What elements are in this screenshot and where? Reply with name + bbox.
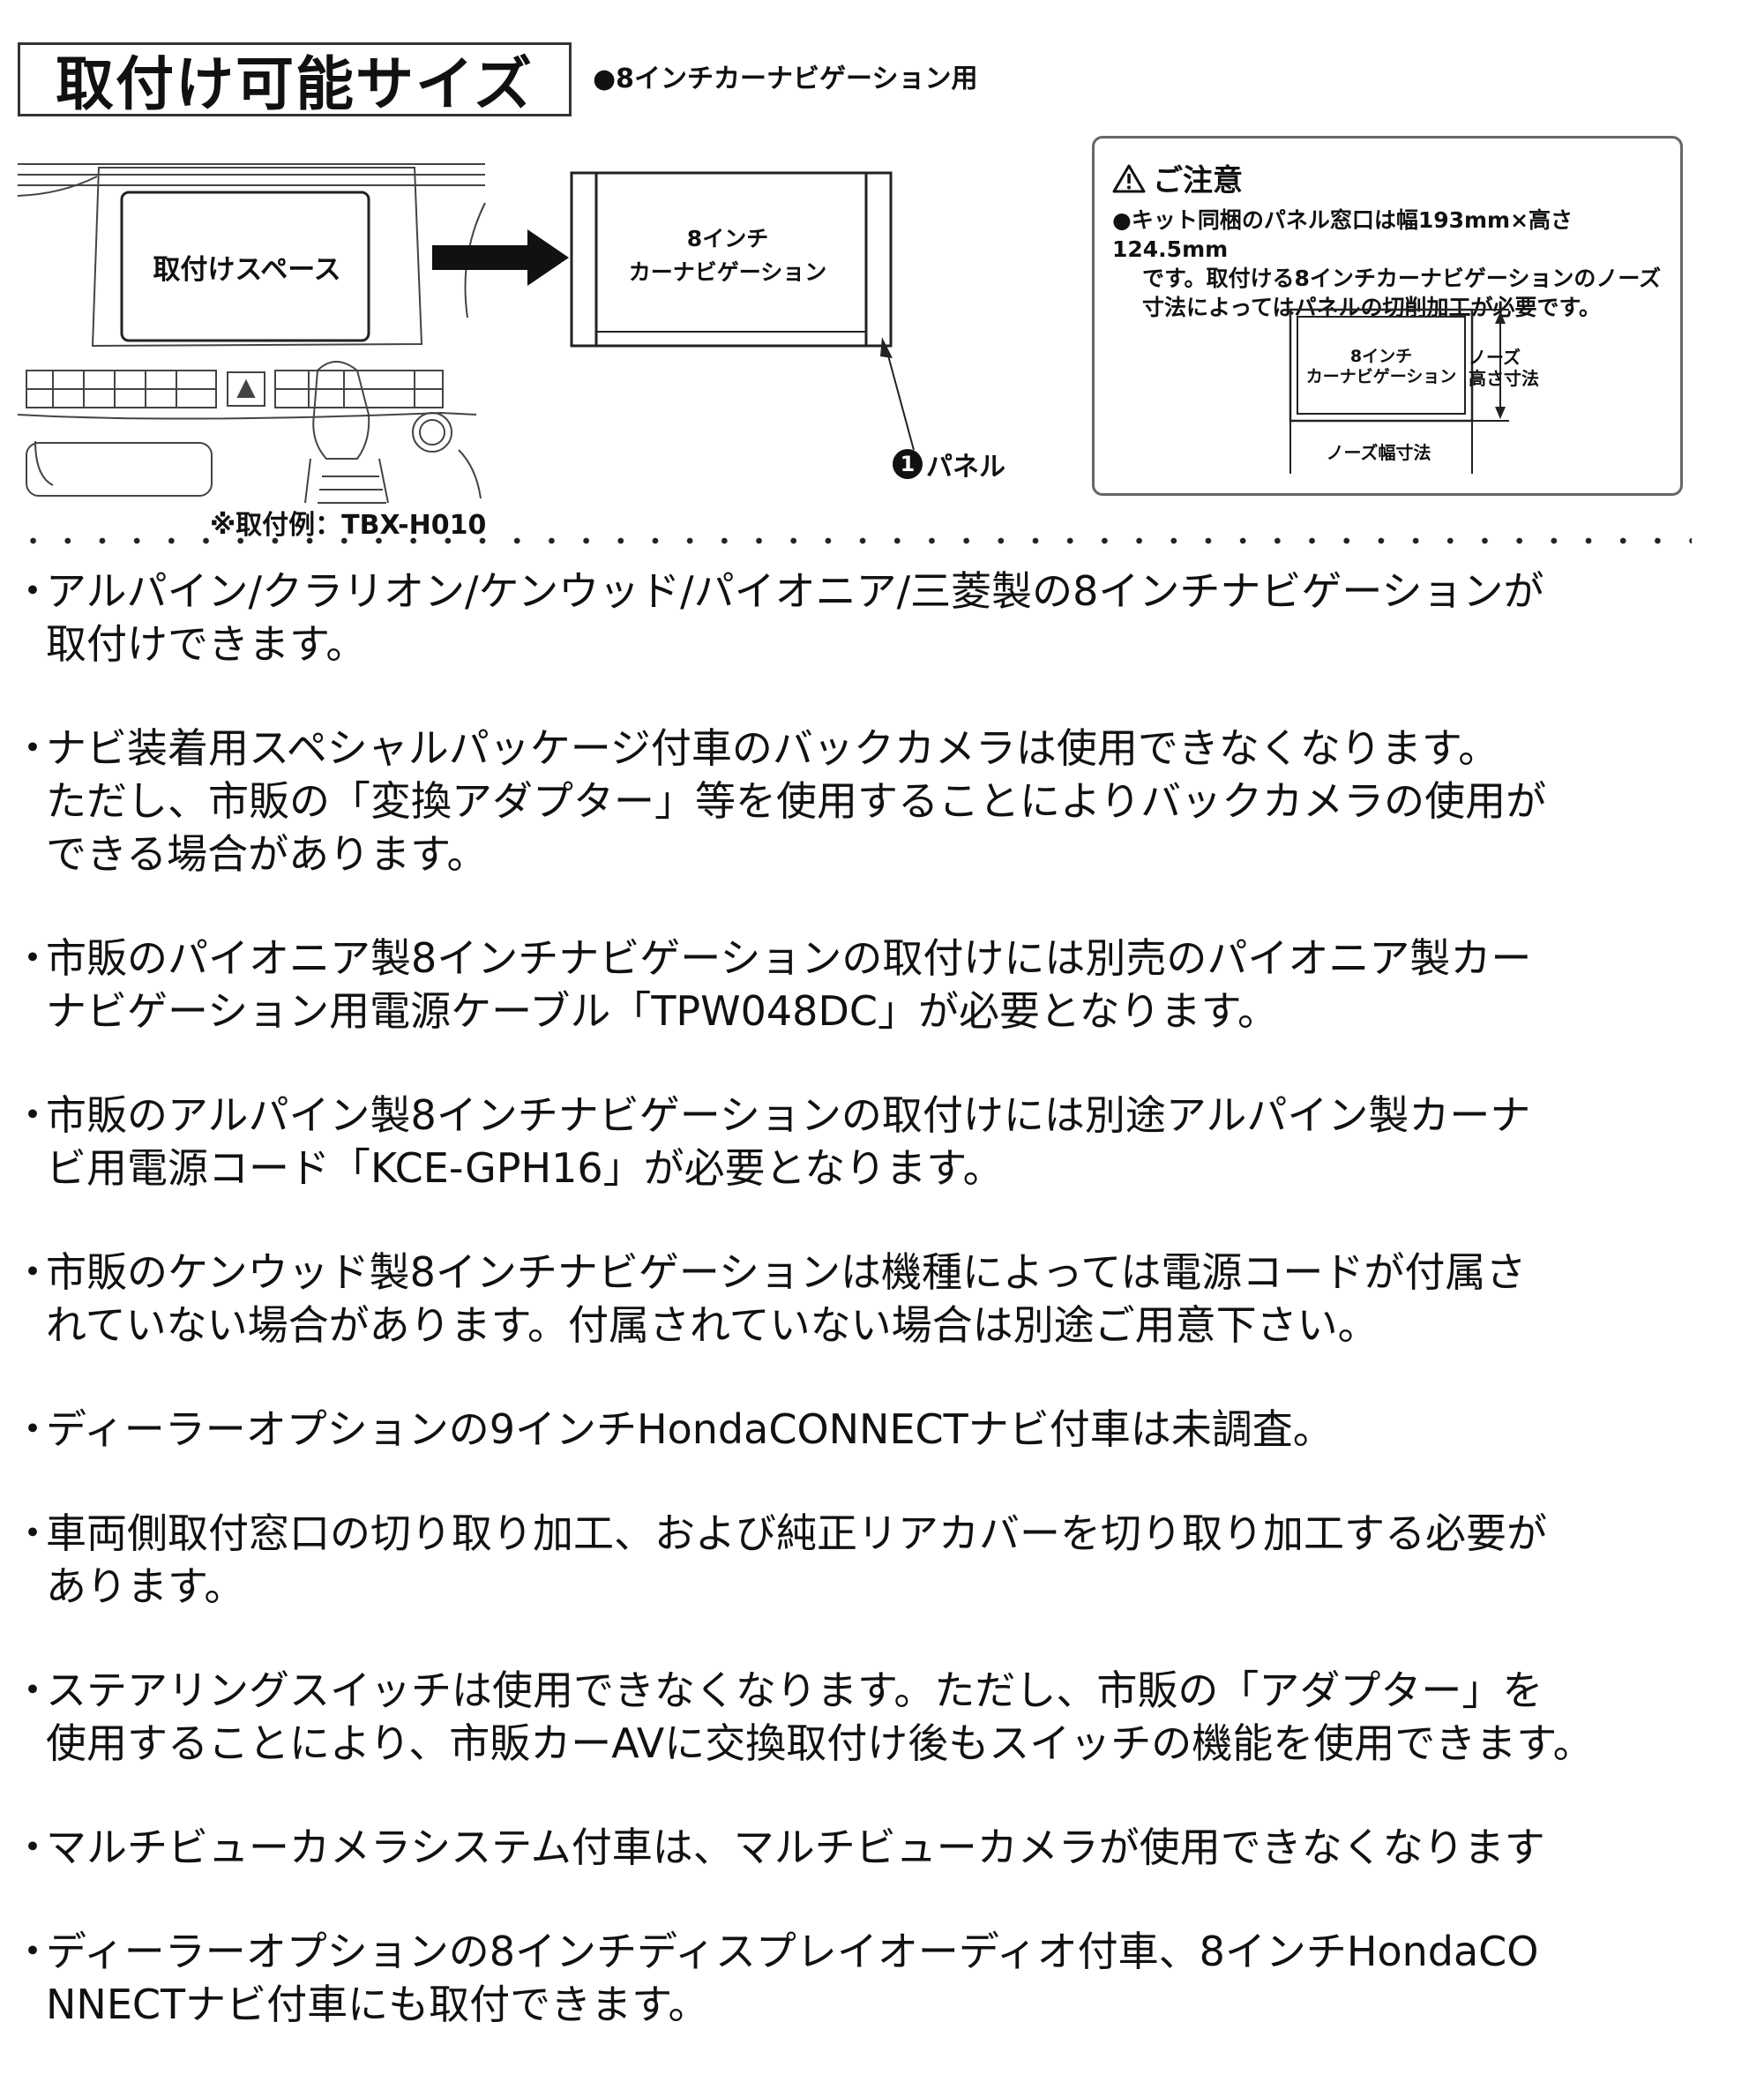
panel-callout: 1 パネル [893,445,1005,483]
dashboard-drawing [17,163,915,504]
note-item: ・ステアリングスイッチは使用できなくなります。ただし、市販の「アダプター」を使用… [12,1664,1741,1770]
diagram-nav-label: 8インチ カーナビゲーション [1297,347,1465,387]
installation-illustration: 取付けスペース 8インチ カーナビゲーション 1 パネル ※取付例：TBX-H0… [0,150,1111,541]
note-item: ・ディーラーオプションの8インチディスプレイオーディオ付車、8インチHondaC… [12,1925,1741,2031]
subtitle: ●8インチカーナビゲーション用 [593,64,978,94]
caution-heading: ご注意 [1112,156,1243,199]
nose-height-label-line1: ノーズ [1469,347,1521,368]
note-item: ・市販のアルパイン製8インチナビゲーションの取付けには別途アルパイン製カーナビ用… [12,1089,1741,1195]
page-title: 取付け可能サイズ [55,50,534,118]
panel-label: パネル [926,452,1005,483]
bullet-mark: ・ [12,567,53,615]
note-line: ディーラーオプションの8インチディスプレイオーディオ付車、8インチHondaCO [46,1928,1539,1975]
bullet-mark: ・ [12,1824,53,1871]
note-line: 使用することにより、市販カーAVに交換取付け後もスイッチの機能を使用できます。 [46,1719,1594,1767]
caution-box: ご注意 ●キット同梱のパネル窓口は幅193mm×高さ124.5mm です。取付け… [1092,136,1683,496]
note-line: ビ用電源コード「KCE-GPH16」が必要となります。 [46,1144,1004,1192]
bullet-mark: ・ [12,1666,53,1714]
note-item: ・ナビ装着用スペシャルパッケージ付車のバックカメラは使用できなくなります。ただし… [12,722,1741,880]
number-one-icon: 1 [893,449,923,479]
note-item: ・アルパイン/クラリオン/ケンウッド/パイオニア/三菱製の8インチナビゲーション… [12,565,1741,670]
note-item: ・ディーラーオプションの9インチHondaCONNECTナビ付車は未調査。 [12,1403,1741,1456]
note-line: 市販のパイオニア製8インチナビゲーションの取付けには別売のパイオニア製カー [46,934,1532,982]
note-item: ・市販のケンウッド製8インチナビゲーションは機種によっては電源コードが付属されて… [12,1246,1741,1352]
note-line: ナビ装着用スペシャルパッケージ付車のバックカメラは使用できなくなります。 [46,724,1499,772]
note-line: アルパイン/クラリオン/ケンウッド/パイオニア/三菱製の8インチナビゲーションが [46,567,1544,615]
note-line: 市販のアルパイン製8インチナビゲーションの取付けには別途アルパイン製カーナ [46,1091,1531,1139]
nav-unit-label-line1: 8インチ [686,226,769,251]
bullet-mark: ・ [12,1248,53,1296]
nose-height-label: ノーズ 高さ寸法 [1469,347,1548,389]
bullet-mark: ・ [12,1509,53,1557]
warning-icon [1112,164,1146,192]
note-item: ・マルチビューカメラシステム付車は、マルチビューカメラが使用できなくなります [12,1821,1741,1874]
bullet-mark: ・ [12,934,53,982]
bullet-mark: ・ [12,1091,53,1139]
note-line: れていない場合があります。付属されていない場合は別途ご用意下さい。 [46,1301,1379,1349]
note-line: 市販のケンウッド製8インチナビゲーションは機種によっては電源コードが付属さ [46,1248,1527,1296]
caution-text-line1: ●キット同梱のパネル窓口は幅193mm×高さ124.5mm [1112,207,1573,262]
note-line: あります。 [46,1562,245,1610]
nav-unit-label-line2: カーナビゲーション [628,259,827,285]
note-line: ステアリングスイッチは使用できなくなります。ただし、市販の「アダプター」を [46,1666,1544,1714]
bullet-mark: ・ [12,1928,53,1975]
nose-height-label-line2: 高さ寸法 [1469,368,1539,389]
bullet-mark: ・ [12,1405,53,1453]
diagram-nav-label-line2: カーナビゲーション [1305,367,1457,386]
note-line: 車両側取付窓口の切り取り加工、および純正リアカバーを切り取り加工する必要が [46,1509,1547,1557]
note-line: できる場合があります。 [46,830,488,878]
note-item: ・車両側取付窓口の切り取り加工、および純正リアカバーを切り取り加工する必要があり… [12,1507,1741,1613]
note-line: 取付けできます。 [46,620,367,668]
note-line: NNECTナビ付車にも取付できます。 [46,1981,709,2028]
section-title-box: 取付け可能サイズ [18,42,572,118]
dotted-divider [16,535,1692,547]
caution-text-line2: です。取付ける8インチカーナビゲーションのノーズ [1142,266,1662,291]
nose-dimension-diagram [1289,308,1509,474]
note-line: ただし、市販の「変換アダプター」等を使用することによりバックカメラの使用が [46,777,1547,825]
nose-width-label: ノーズ幅寸法 [1326,442,1431,463]
installation-space-label: 取付けスペース [153,254,341,286]
caution-heading-text: ご注意 [1153,163,1243,198]
note-line: マルチビューカメラシステム付車は、マルチビューカメラが使用できなくなります [46,1824,1545,1871]
note-line: ナビゲーション用電源ケーブル「TPW048DC」が必要となります。 [46,987,1279,1035]
note-item: ・市販のパイオニア製8インチナビゲーションの取付けには別売のパイオニア製カーナビ… [12,932,1741,1037]
notes-list: ・アルパイン/クラリオン/ケンウッド/パイオニア/三菱製の8インチナビゲーション… [12,565,1741,2082]
bullet-mark: ・ [12,724,53,772]
note-line: ディーラーオプションの9インチHondaCONNECTナビ付車は未調査。 [46,1405,1334,1453]
diagram-nav-label-line1: 8インチ [1349,347,1413,366]
nav-unit-label: 8インチ カーナビゲーション [587,222,869,289]
